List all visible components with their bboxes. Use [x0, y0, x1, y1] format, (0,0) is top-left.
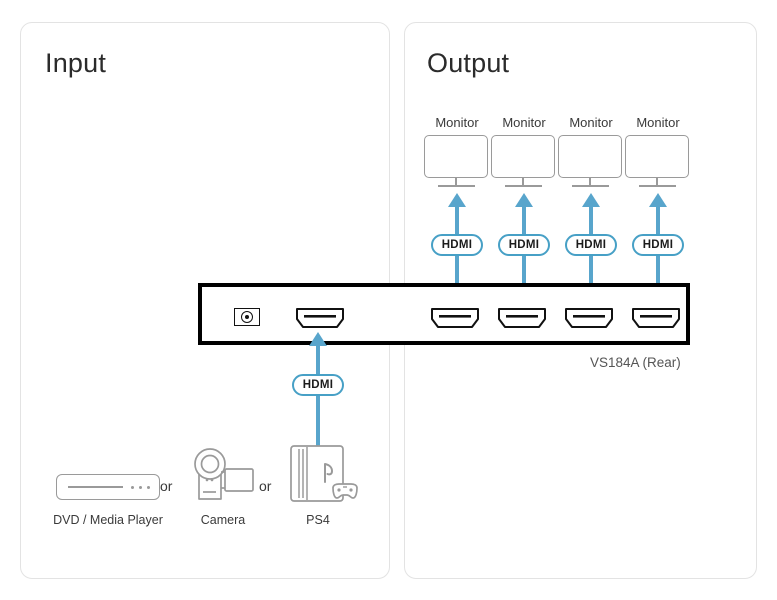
hdmi-badge-output-3[interactable]: HDMI	[565, 234, 617, 256]
hdmi-port-glyph	[632, 308, 680, 328]
power-jack-icon	[234, 308, 260, 326]
ps4-glyph	[290, 445, 358, 502]
monitor-neck	[656, 178, 658, 186]
hdmi-badge-output-1[interactable]: HDMI	[431, 234, 483, 256]
input-cable-arrow	[309, 332, 327, 346]
hdmi-input-port[interactable]	[296, 308, 344, 328]
ps4-label: PS4	[306, 513, 330, 527]
monitor-screen	[558, 135, 622, 178]
dvd-player-label: DVD / Media Player	[53, 513, 163, 527]
output-cable-arrow-3	[582, 193, 600, 207]
input-cable-line	[316, 345, 320, 450]
monitor-group-1: Monitor	[424, 115, 490, 189]
dvd-player-body	[56, 474, 160, 500]
monitor-base	[505, 185, 542, 187]
monitor-icon-2	[491, 135, 557, 189]
camcorder-glyph	[194, 448, 254, 500]
dvd-player-dot	[139, 486, 142, 489]
monitor-label-4: Monitor	[636, 115, 680, 130]
hdmi-port-glyph	[296, 308, 344, 328]
hdmi-badge-input[interactable]: HDMI	[292, 374, 344, 396]
monitor-neck	[522, 178, 524, 186]
hdmi-output-port-3[interactable]	[565, 308, 613, 328]
separator-or-2: or	[259, 478, 272, 494]
monitor-neck	[589, 178, 591, 186]
device-model-label: VS184A (Rear)	[590, 355, 681, 370]
dvd-player-icon	[56, 474, 160, 500]
monitor-base	[572, 185, 609, 187]
hdmi-badge-output-2[interactable]: HDMI	[498, 234, 550, 256]
monitor-base	[438, 185, 475, 187]
monitor-label-1: Monitor	[435, 115, 479, 130]
output-cable-arrow-4	[649, 193, 667, 207]
output-cable-arrow-1	[448, 193, 466, 207]
monitor-screen	[491, 135, 555, 178]
monitor-screen	[625, 135, 689, 178]
monitor-base	[639, 185, 676, 187]
input-panel-title: Input	[45, 48, 107, 78]
monitor-icon-1	[424, 135, 490, 189]
monitor-label-3: Monitor	[569, 115, 613, 130]
monitor-icon-3	[558, 135, 624, 189]
hdmi-output-port-2[interactable]	[498, 308, 546, 328]
monitor-label-2: Monitor	[502, 115, 546, 130]
dvd-player-dot	[131, 486, 134, 489]
hdmi-badge-output-4[interactable]: HDMI	[632, 234, 684, 256]
dvd-player-dot	[147, 486, 150, 489]
separator-or-1: or	[160, 478, 173, 494]
monitor-screen	[424, 135, 488, 178]
camcorder-icon	[190, 447, 256, 502]
camera-label: Camera	[200, 513, 246, 527]
monitor-group-3: Monitor	[558, 115, 624, 189]
hdmi-port-glyph	[431, 308, 479, 328]
monitor-group-2: Monitor	[491, 115, 557, 189]
monitor-icon-4	[625, 135, 691, 189]
output-panel-title: Output	[427, 48, 510, 78]
output-cable-arrow-2	[515, 193, 533, 207]
hdmi-port-glyph	[498, 308, 546, 328]
hdmi-port-glyph	[565, 308, 613, 328]
vs184a-device-strip	[198, 283, 690, 345]
monitor-group-4: Monitor	[625, 115, 691, 189]
monitor-neck	[455, 178, 457, 186]
hdmi-output-port-1[interactable]	[431, 308, 479, 328]
ps4-console-icon	[289, 444, 361, 504]
dvd-player-slot	[68, 486, 123, 488]
hdmi-output-port-4[interactable]	[632, 308, 680, 328]
